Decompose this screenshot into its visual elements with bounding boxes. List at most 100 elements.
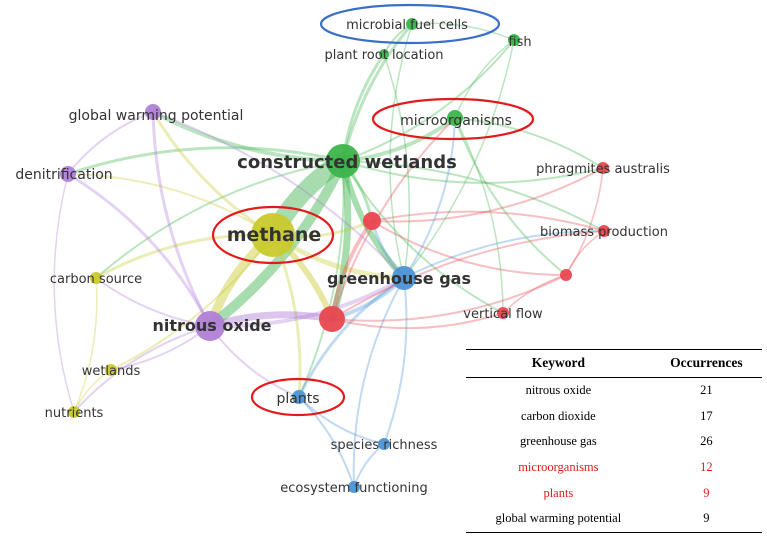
highlight-ellipses	[211, 3, 535, 417]
node-denitrification	[60, 166, 76, 182]
node-plant-root-location	[379, 49, 389, 59]
edge-constructed-wetlands-denitrification	[66, 146, 345, 176]
edge-plants-ecosystem-functioning	[298, 396, 355, 488]
node-red-node-b	[560, 269, 572, 281]
label-microbial-fuel-cells: microbial fuel cells	[346, 18, 468, 33]
edge-red-node-a-biomass-production	[371, 210, 605, 232]
edge-constructed-wetlands-microbial-fuel-cells	[341, 22, 414, 163]
edge-carbon-dioxide-red-node-b	[331, 274, 567, 322]
node-methane	[251, 213, 295, 257]
edge-carbon-dioxide-vertical-flow	[331, 312, 504, 330]
node-greenhouse-gas	[392, 266, 416, 290]
keyword-cell: carbon dioxide	[521, 408, 596, 423]
label-vertical-flow: vertical flow	[463, 307, 543, 322]
edge-nitrous-oxide-greenhouse-gas	[208, 276, 406, 329]
edge-nitrous-oxide-nutrients	[73, 325, 211, 413]
network-nodes	[60, 18, 610, 493]
edge-greenhouse-gas-biomass-production	[403, 229, 605, 279]
edge-plants-species-richness	[298, 396, 385, 445]
edge-nitrous-oxide-plants	[209, 325, 300, 398]
label-ecosystem-functioning: ecosystem functioning	[280, 481, 427, 496]
edge-constructed-wetlands-phragmites-australis	[342, 160, 604, 184]
node-biomass-production	[598, 225, 610, 237]
occurrences-column-header: Occurrences	[650, 349, 762, 378]
keyword-cell: global warming potential	[466, 505, 651, 533]
node-ecosystem-functioning	[348, 481, 360, 493]
edge-phragmites-australis-red-node-b	[565, 167, 604, 276]
label-carbon-source: carbon source	[50, 272, 142, 287]
occurrences-cell: 12	[700, 460, 713, 475]
edge-greenhouse-gas-species-richness	[383, 277, 408, 445]
node-microorganisms	[447, 110, 463, 126]
node-species-richness	[378, 438, 390, 450]
edge-methane-wetlands	[110, 234, 274, 371]
edge-red-node-a-phragmites-australis	[371, 167, 604, 223]
edge-vertical-flow-red-node-b	[502, 274, 567, 314]
node-nitrous-oxide	[195, 311, 225, 341]
edge-methane-denitrification	[67, 173, 274, 236]
node-red-node-a	[363, 212, 381, 230]
label-microorganisms: microorganisms	[400, 113, 512, 129]
edge-microorganisms-red-node-b	[454, 117, 567, 276]
label-nitrous-oxide: nitrous oxide	[153, 316, 272, 335]
table-row: global warming potential 9	[466, 505, 762, 533]
node-plants	[292, 390, 306, 404]
edge-constructed-wetlands-fish	[342, 39, 515, 162]
edge-constructed-wetlands-carbon-dioxide	[328, 157, 352, 323]
label-wetlands: wetlands	[82, 364, 141, 379]
edge-microbial-fuel-cells-fish	[411, 22, 515, 41]
node-microbial-fuel-cells	[406, 18, 418, 30]
label-greenhouse-gas: greenhouse gas	[327, 269, 471, 288]
node-constructed-wetlands	[326, 144, 360, 178]
edge-carbon-dioxide-microorganisms	[331, 117, 456, 320]
node-fish	[508, 34, 520, 46]
edge-microbial-fuel-cells-greenhouse-gas	[389, 23, 413, 279]
keyword-cell: microorganisms	[518, 460, 599, 475]
edge-fish-greenhouse-gas	[403, 39, 515, 279]
node-global-warming-potential	[145, 104, 161, 120]
keyword-cell: plants	[543, 485, 574, 500]
label-constructed-wetlands: constructed wetlands	[237, 152, 457, 173]
highlight-ellipse-methane	[211, 205, 335, 265]
occurrences-cell: 17	[700, 408, 713, 423]
edge-global-warming-potential-greenhouse-gas	[152, 111, 405, 279]
highlight-ellipse-microbial-fuel-cells	[319, 3, 501, 45]
edge-constructed-wetlands-vertical-flow	[342, 160, 504, 314]
edge-red-node-a-red-node-b	[371, 220, 567, 277]
table-header-row: Keyword Occurrences	[466, 349, 762, 378]
label-plant-root-location: plant root location	[324, 48, 443, 63]
node-wetlands	[105, 364, 117, 376]
edge-denitrification-nutrients	[53, 173, 75, 413]
label-nutrients: nutrients	[45, 406, 104, 421]
occurrences-cell: 9	[703, 485, 710, 500]
label-biomass-production: biomass production	[540, 225, 668, 240]
table-row: microorganisms 12	[466, 455, 762, 481]
node-carbon-source	[90, 272, 102, 284]
keyword-column-header: Keyword	[466, 349, 651, 378]
edge-fish-microorganisms	[454, 39, 515, 119]
node-phragmites-australis	[597, 162, 609, 174]
keyword-cell: nitrous oxide	[525, 383, 592, 398]
keyword-cell: greenhouse gas	[520, 434, 597, 449]
edge-nitrous-oxide-denitrification	[66, 172, 212, 328]
edge-constructed-wetlands-global-warming-potential	[151, 110, 345, 163]
network-labels: constructed wetlands microbial fuel cells…	[15, 18, 670, 496]
edge-methane-global-warming-potential	[151, 110, 275, 237]
highlight-ellipse-microorganisms	[371, 97, 535, 141]
edge-carbon-dioxide-biomass-production	[331, 230, 605, 320]
edge-plant-root-location-greenhouse-gas	[383, 53, 411, 279]
node-carbon-dioxide	[319, 306, 345, 332]
label-species-richness: species richness	[331, 438, 438, 453]
label-plants: plants	[276, 391, 319, 407]
edge-nitrous-oxide-global-warming-potential	[151, 110, 212, 328]
highlight-ellipse-plants	[250, 377, 346, 417]
table-row: carbon dioxide 17	[466, 404, 762, 430]
node-vertical-flow	[497, 307, 509, 319]
table-row: nitrous oxide 21	[466, 378, 762, 404]
edge-constructed-wetlands-carbon-source	[95, 160, 344, 279]
label-fish: fish	[508, 35, 531, 50]
edge-carbon-source-nutrients	[73, 277, 98, 413]
edge-constructed-wetlands-plants	[298, 160, 345, 398]
label-global-warming-potential: global warming potential	[69, 108, 244, 124]
